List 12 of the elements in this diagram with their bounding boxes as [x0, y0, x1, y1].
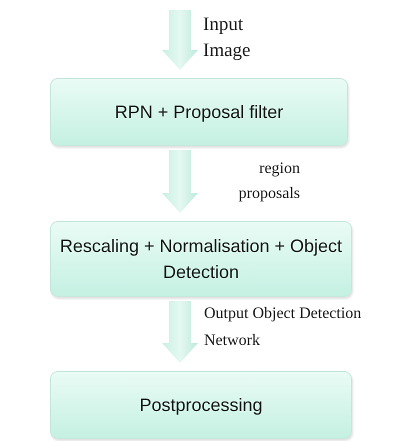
block-arrow — [162, 10, 198, 70]
box-label: Postprocessing — [139, 394, 263, 417]
process-box — [50, 371, 352, 439]
box-label: RPN + Proposal filter — [114, 101, 284, 124]
edge-label: Output Object Detection Network — [204, 304, 362, 351]
process-box — [50, 221, 352, 297]
process-box — [50, 78, 348, 146]
block-arrow — [162, 150, 198, 213]
box-label: Rescaling + Normalisation + Object Detection — [59, 235, 343, 284]
edge-label: region proposals — [238, 159, 300, 204]
block-arrow — [162, 301, 198, 363]
edge-label: Input Image — [203, 13, 252, 63]
